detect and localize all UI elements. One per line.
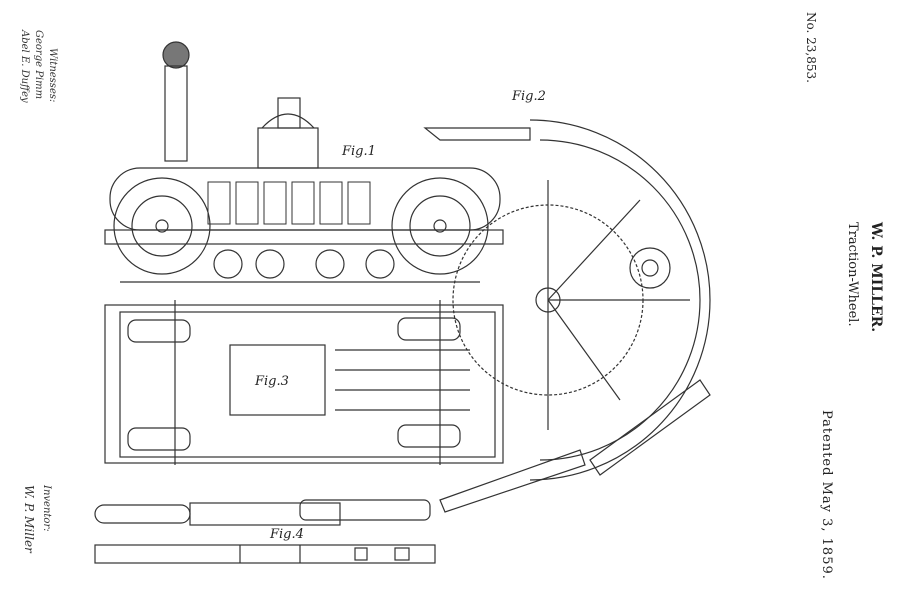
inventor-signature: W. P. Miller [22,485,36,553]
inventor-name: W. P. MILLER. [868,222,884,333]
fig3-label: Fig.3 [254,374,289,389]
fig4-chain-links: Fig.4 [94,499,436,564]
witness-2-signature: Abel E. Duffey [19,30,30,103]
inventor-label: Inventor: [41,485,52,532]
witnesses-label: Witnesses: [47,48,58,103]
patent-title: Traction-Wheel. [845,222,860,327]
patent-date: Patented May 3, 1859. [819,410,834,580]
fig4-label: Fig.4 [269,527,304,542]
fig3-plan-view: Fig.3 [104,300,504,465]
fig1-locomotive: Fig.1 [104,41,504,283]
fig1-label: Fig.1 [341,144,376,159]
patent-number: No. 23,853. [804,12,818,83]
fig2-label: Fig.2 [511,89,546,104]
witness-1-signature: George Pimm [33,30,44,100]
fig2-traction-wheel: Fig.2 [423,89,711,513]
